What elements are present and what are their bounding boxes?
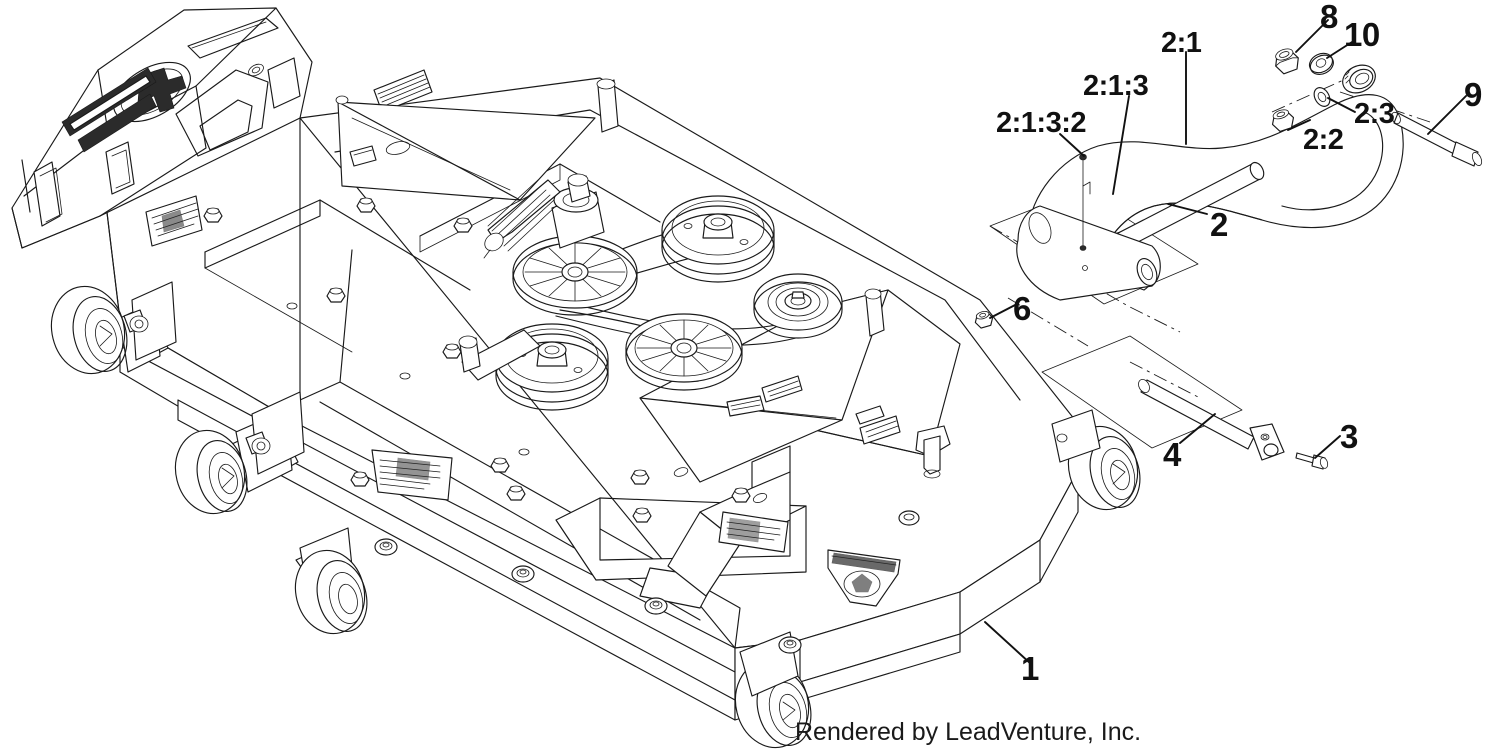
- callout-10: 10: [1344, 16, 1380, 53]
- deck-fastener-group: [203, 197, 920, 654]
- pivot-bearing: [1342, 64, 1376, 94]
- hex-nut-8: [1275, 48, 1299, 75]
- leader-lines: [984, 19, 1467, 665]
- callout-2: 2: [1210, 206, 1228, 243]
- discharge-chute-group: [11, 7, 433, 249]
- deck-decal-group: [371, 395, 901, 607]
- callout-6: 6: [1013, 290, 1031, 327]
- tension-spring: [483, 179, 561, 259]
- caster-wheels-group: [50, 281, 1141, 749]
- callout-2-1: 2:1: [1161, 27, 1202, 59]
- callout-1: 1: [1021, 650, 1039, 687]
- callout-9: 9: [1464, 76, 1482, 113]
- callout-2-1-3: 2:1:3: [1083, 70, 1149, 102]
- spindle-pulley-group: [203, 78, 920, 654]
- callout-4: 4: [1163, 436, 1181, 473]
- callout-8: 8: [1320, 0, 1338, 35]
- bolt-3: [1295, 452, 1329, 470]
- support-rod-group: [1138, 378, 1329, 470]
- carriage-bolt-9: [1391, 111, 1483, 167]
- callout-3: 3: [1340, 418, 1358, 455]
- render-credit-caption: Rendered by LeadVenture, Inc.: [795, 718, 1142, 746]
- callout-2-3: 2:3: [1354, 98, 1395, 130]
- anti-scalp-roller: [1016, 205, 1161, 301]
- callout-2-1-3-2: 2:1:3:2: [996, 107, 1087, 139]
- callout-2-2: 2:2: [1303, 124, 1344, 156]
- flange-nut-2-2: [1271, 109, 1295, 132]
